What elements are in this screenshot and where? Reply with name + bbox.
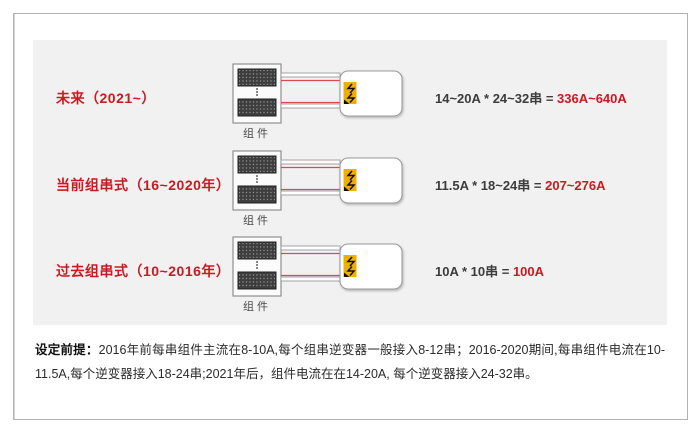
formula-result: 100A: [512, 264, 545, 279]
era-label-current: 当前组串式（16~2020年）: [56, 177, 231, 193]
era-label-future: 未来（2021~）: [56, 90, 156, 106]
module-caption: 组件: [243, 128, 271, 140]
module-caption: 组件: [243, 215, 271, 227]
note-body: 2016年前每串组件主流在8-10A,每个组串逆变器一般接入8-12串；2016…: [35, 343, 665, 381]
era-label-past: 过去组串式（10~2016年）: [56, 263, 231, 279]
formula-result: 207~276A: [545, 178, 606, 193]
note-title: 设定前提：: [35, 343, 99, 357]
formula-expression: 11.5A * 18~24串 =: [435, 178, 546, 193]
assumption-note: 设定前提：2016年前每串组件主流在8-10A,每个组串逆变器一般接入8-12串…: [35, 339, 665, 387]
current-formula: 11.5A * 18~24串 = 207~276A: [435, 175, 605, 194]
current-formula: 14~20A * 24~32串 = 336A~640A: [435, 88, 627, 107]
current-formula: 10A * 10串 = 100A: [435, 261, 544, 280]
formula-result: 336A~640A: [557, 91, 627, 106]
formula-expression: 10A * 10串 =: [435, 264, 513, 279]
module-caption: 组件: [243, 301, 271, 313]
formula-expression: 14~20A * 24~32串 =: [435, 91, 558, 106]
